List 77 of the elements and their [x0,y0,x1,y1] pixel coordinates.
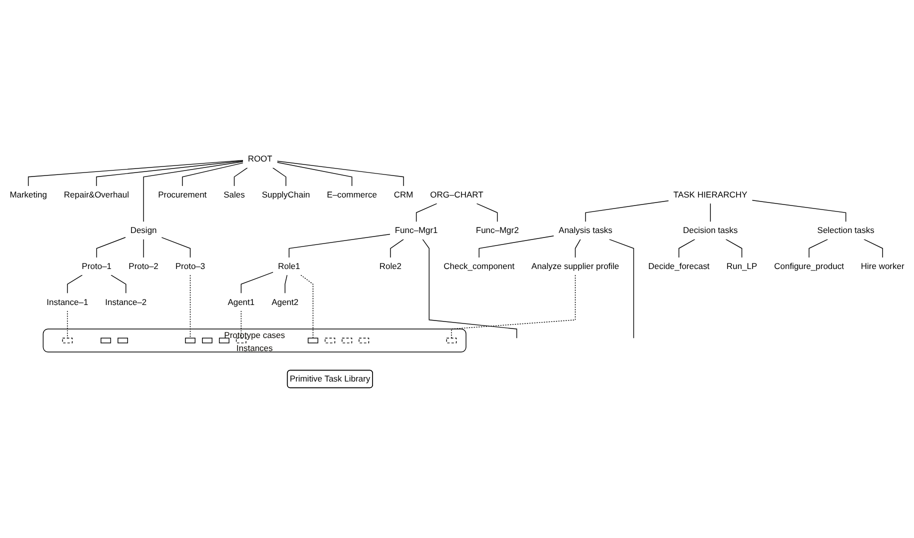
node-text: Agent2 [272,296,298,307]
connector [808,238,828,258]
connector [476,203,498,222]
node-box [62,338,73,344]
node-box [118,338,128,344]
connector [240,272,274,294]
connector [190,274,191,338]
connector [300,274,314,338]
connector [67,310,68,338]
node-text: Instance–1 [46,296,88,307]
node-text: Proto–2 [128,261,158,271]
node-box [185,338,196,344]
node-box [342,338,352,344]
node-text: Decide_forecast [648,261,710,271]
node-text: Design [130,225,157,236]
connector [143,161,244,222]
node-text: Run_LP [726,261,758,271]
node-text: Sales [224,190,245,200]
node-text: Repair&Overhaul [64,190,130,200]
node-box [446,338,457,344]
node-text: Analysis tasks [558,225,612,236]
node-text: Role2 [379,261,402,271]
node-box [324,338,336,344]
connector [276,160,404,186]
connector [182,162,244,186]
node-text: Proto–1 [82,261,112,271]
connector [416,203,438,222]
connector [67,274,83,294]
connector [422,238,518,338]
node-text: Configure_product [774,261,844,271]
connector [96,237,126,258]
connector [234,167,248,186]
node-text: Selection tasks [817,225,874,236]
connector [28,160,244,186]
node-text: Procurement [158,190,207,200]
connector [451,274,576,338]
node-text: TASK HIERARCHY [673,190,748,200]
connector [725,238,742,258]
connector [276,162,352,186]
connector [390,238,404,258]
connector [608,238,634,338]
node-text: Decision tasks [683,225,738,236]
cluster: Prototype cases Instances [42,328,466,352]
connector [96,160,244,186]
connector [678,238,696,258]
connector [574,238,581,258]
connector [161,237,191,258]
node-text: Check_component [444,261,514,271]
connector [272,167,286,186]
node-text: ROOT [248,154,272,164]
node-box [202,338,212,344]
connector [284,274,288,294]
node-text: SupplyChain [262,190,310,200]
node-text: Instance–2 [105,296,147,307]
connector [585,200,669,222]
node-text: Func–Mgr2 [476,225,519,236]
node-box [308,338,318,344]
node-text: E–commerce [326,190,377,200]
node-text: CRM [394,190,414,200]
node-text: Hire worker [860,261,904,271]
node-text: Analyze supplier profile [531,261,620,271]
connector [710,203,711,222]
node-text: Proto–3 [175,261,206,271]
connector [864,238,883,258]
node-text: Func–Mgr1 [394,225,438,236]
connector [143,238,144,258]
node-text: Role1 [278,261,300,271]
node-text: Marketing [10,190,47,200]
connector [240,310,242,338]
node-box [358,338,370,344]
node-text: Agent1 [228,296,255,307]
node-box [100,338,112,344]
connector [288,234,390,258]
node-text: ORG–CHART [430,190,484,200]
connector [752,200,846,222]
connector [110,274,126,294]
connector [478,235,554,258]
